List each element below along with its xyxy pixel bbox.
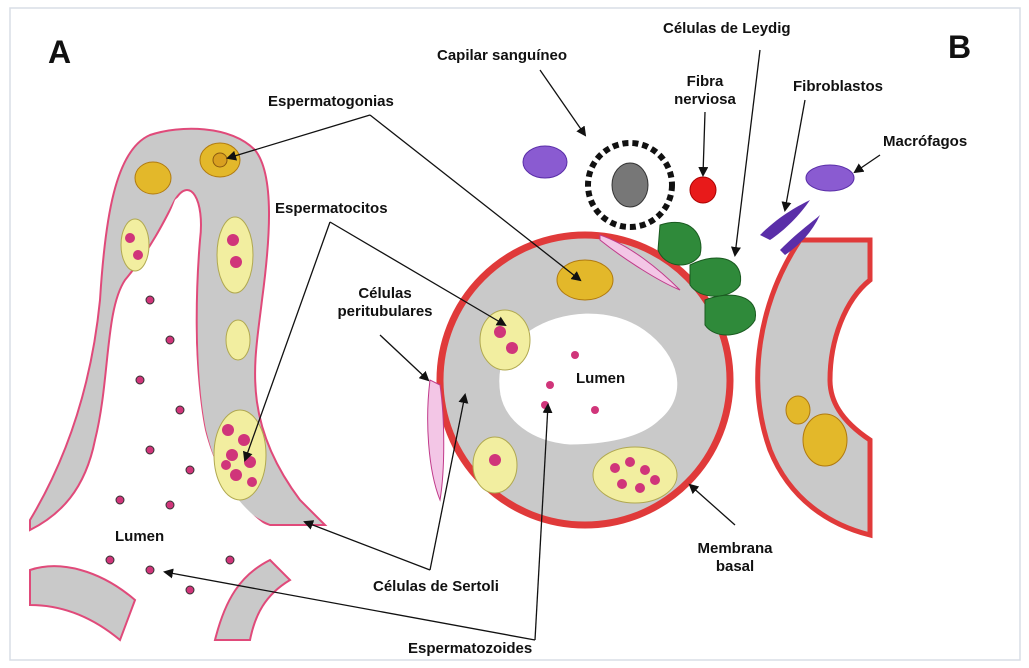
spermatogonia-cell — [786, 396, 810, 424]
macrophage — [523, 146, 567, 178]
macrophage — [806, 165, 854, 191]
label-lumen-a: Lumen — [115, 528, 164, 546]
spermatocyte-cell — [226, 320, 250, 360]
spermatocyte-cell — [121, 219, 149, 271]
nucleus — [213, 153, 227, 167]
arrow-espermatogonias — [370, 115, 580, 280]
spermatocyte-cell — [480, 310, 530, 370]
spermatocyte-cell — [217, 217, 253, 293]
label-macrofagos: Macrófagos — [883, 133, 967, 151]
label-fibroblastos: Fibroblastos — [793, 78, 883, 96]
label-espermatocitos: Espermatocitos — [275, 200, 388, 218]
adjacent-tubule — [758, 240, 870, 535]
panel-label-b: B — [948, 30, 971, 64]
spermatogonia-cell — [803, 414, 847, 466]
arrow-fibra — [703, 112, 705, 175]
label-line: basal — [680, 558, 790, 576]
spermatocyte-cell — [593, 447, 677, 503]
arrow-membrana — [690, 485, 735, 525]
label-celulas-sertoli: Células de Sertoli — [373, 578, 499, 596]
label-capilar: Capilar sanguíneo — [437, 47, 567, 65]
capillary-nucleus — [612, 163, 648, 207]
label-lumen-b: Lumen — [576, 370, 625, 388]
label-line: Fibra — [665, 73, 745, 91]
arrow-peritubulares — [380, 335, 428, 380]
label-leydig: Células de Leydig — [663, 20, 791, 38]
label-line: nerviosa — [665, 91, 745, 109]
label-espermatogonias: Espermatogonias — [268, 93, 394, 111]
arrow-sertoli — [305, 522, 430, 570]
arrow-capilar — [540, 70, 585, 135]
tubule-fragment — [215, 560, 290, 640]
arrow-macrofagos — [855, 155, 880, 172]
nerve-fiber — [690, 177, 716, 203]
arrow-espermatogonias — [228, 115, 370, 158]
label-line: Membrana — [680, 540, 790, 558]
arrow-fibroblastos — [785, 100, 805, 210]
label-line: peritubulares — [330, 303, 440, 321]
label-membrana-basal: Membrana basal — [680, 540, 790, 576]
label-fibra-nerviosa: Fibra nerviosa — [665, 73, 745, 109]
label-espermatozoides: Espermatozoides — [408, 640, 532, 658]
tubule-b — [428, 143, 870, 535]
label-celulas-peritubulares: Células peritubulares — [330, 285, 440, 321]
tubule-fragment — [30, 566, 135, 640]
panel-label-a: A — [48, 35, 71, 69]
spermatogonia-cell — [557, 260, 613, 300]
label-line: Células — [330, 285, 440, 303]
peritubular-cell — [428, 380, 444, 500]
spermatogonia-cell — [135, 162, 171, 194]
